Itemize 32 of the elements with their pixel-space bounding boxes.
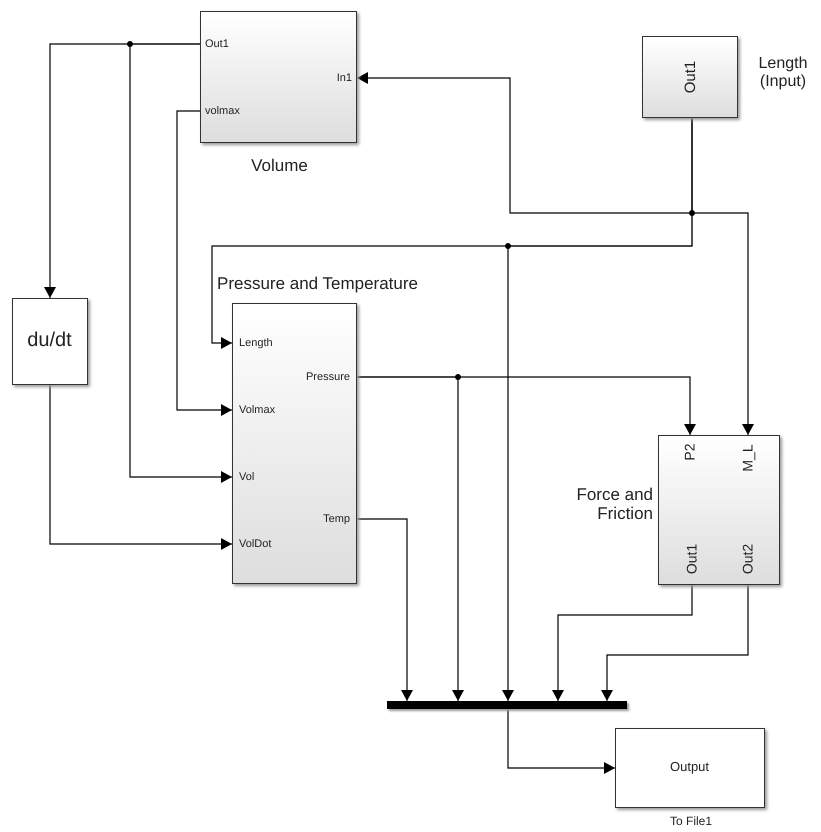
port-label: Length (239, 337, 273, 350)
connector-arrow (502, 118, 693, 701)
block-name: Force and Friction (575, 486, 653, 524)
connector-arrow (129, 43, 232, 483)
port-label: Vol (239, 471, 254, 484)
connector-arrow (49, 385, 232, 550)
derivative-block (12, 298, 88, 385)
block-name: Length (Input) (758, 55, 808, 90)
block-name: du/dt (26, 329, 73, 351)
connector-arrow (507, 709, 615, 774)
connector-arrow (357, 518, 413, 701)
connector-arrow (176, 110, 232, 416)
port-label: VolDot (239, 538, 272, 550)
port-label: Out1 (682, 60, 700, 94)
port-label: P2 (682, 443, 698, 461)
port-label: M_L (740, 444, 756, 472)
connector-arrow (552, 585, 693, 701)
port-label: Pressure (306, 371, 350, 384)
port-label: volmax (205, 105, 240, 118)
port-label: Out1 (205, 38, 229, 50)
port-label: Out1 (684, 544, 700, 574)
block-name: Output (668, 760, 710, 774)
block-caption: To File1 (668, 815, 714, 828)
connector-arrow (601, 585, 749, 701)
port-label: In1 (336, 72, 352, 84)
port-label: Volmax (239, 404, 276, 416)
mux-bar (387, 701, 627, 709)
block-name: Volume (250, 157, 309, 176)
port-label: Temp (323, 513, 350, 526)
port-label: Out2 (740, 544, 756, 574)
block-name: Pressure and Temperature (217, 275, 418, 294)
connector-arrow (357, 376, 464, 701)
